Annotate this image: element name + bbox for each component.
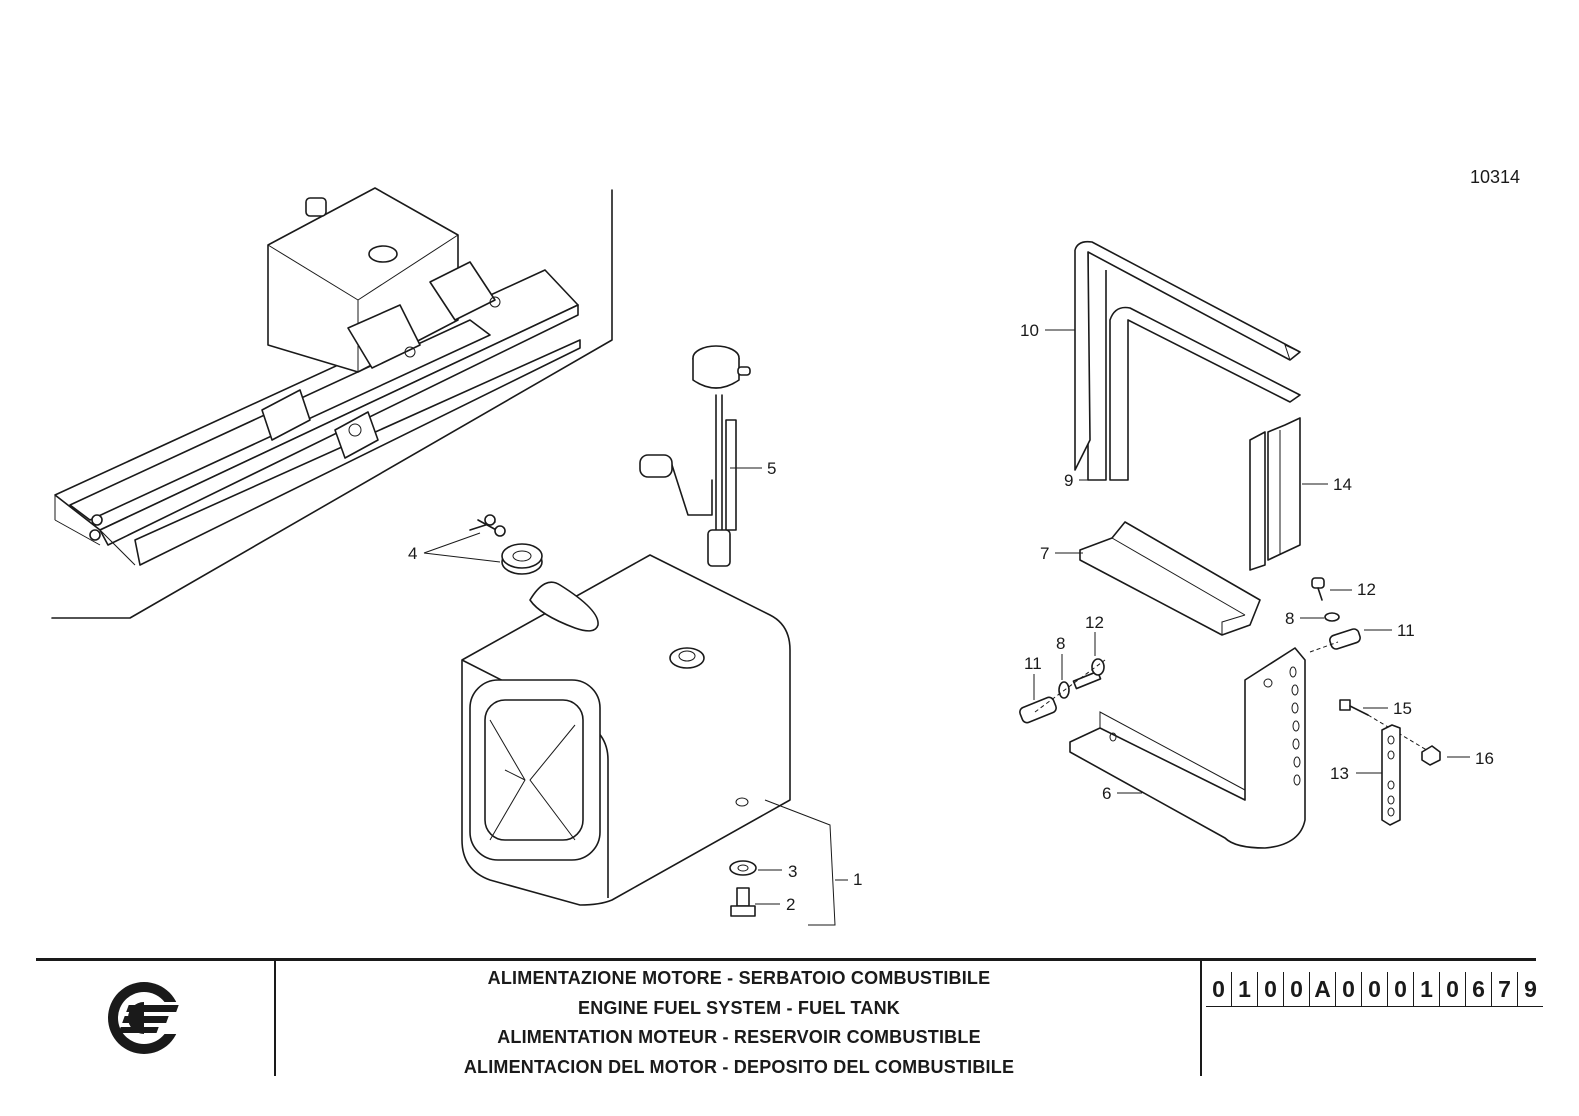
- callout-12-right: 12: [1357, 580, 1376, 599]
- title-french: ALIMENTATION MOTEUR - RESERVOIR COMBUSTI…: [497, 1027, 981, 1047]
- drawing-ref-number: 10314: [1470, 167, 1520, 187]
- code-digit: 6: [1465, 972, 1491, 1007]
- code-digit: 1: [1231, 972, 1257, 1007]
- leader-lines: [423, 329, 1470, 926]
- callout-3: 3: [788, 862, 797, 881]
- rubber-strip: [1249, 417, 1301, 571]
- tank-bracket: [1069, 647, 1306, 849]
- callout-5: 5: [767, 459, 776, 478]
- callout-6: 6: [1102, 784, 1111, 803]
- callout-10: 10: [1020, 321, 1039, 340]
- code-digit: 0: [1335, 972, 1361, 1007]
- callout-12-left: 12: [1085, 613, 1104, 632]
- code-digit: 0: [1283, 972, 1309, 1007]
- callout-labels: 1 2 3 4 5 6 7 8 8 9 10 11 11 12 12 13 14…: [408, 321, 1494, 914]
- hardware-right: [1309, 577, 1441, 826]
- callout-8-right: 8: [1285, 609, 1294, 628]
- fuel-level-sender: [639, 345, 751, 567]
- code-underline: [1206, 1006, 1534, 1007]
- hardware-left: [1019, 658, 1106, 724]
- callout-11-right: 11: [1397, 621, 1415, 640]
- tank-straps: [1074, 240, 1301, 481]
- callout-14: 14: [1333, 475, 1352, 494]
- callout-4: 4: [408, 544, 417, 563]
- title-spanish: ALIMENTACION DEL MOTOR - DEPOSITO DEL CO…: [463, 1056, 1015, 1077]
- callout-1: 1: [853, 870, 862, 889]
- callout-8-left: 8: [1056, 634, 1065, 653]
- fuel-tank: [461, 554, 791, 906]
- drain-plug-and-washer: [729, 860, 757, 917]
- callout-13: 13: [1330, 764, 1349, 783]
- callout-9: 9: [1064, 471, 1073, 490]
- title-english: ENGINE FUEL SYSTEM - FUEL TANK: [577, 997, 901, 1018]
- chassis-inset-view: [51, 187, 613, 619]
- code-digit: 0: [1439, 972, 1465, 1007]
- title-block-divider-left: [274, 958, 276, 1076]
- callout-15: 15: [1393, 699, 1412, 718]
- code-digit: 0: [1361, 972, 1387, 1007]
- title-lines: ALIMENTAZIONE MOTORE - SERBATOIO COMBUST…: [276, 964, 1202, 1082]
- code-digit: 1: [1413, 972, 1439, 1007]
- title-block: ALIMENTAZIONE MOTORE - SERBATOIO COMBUST…: [36, 958, 1543, 1078]
- code-digit: 9: [1517, 972, 1543, 1007]
- rubber-pad: [1079, 521, 1261, 636]
- title-italian: ALIMENTAZIONE MOTORE - SERBATOIO COMBUST…: [487, 968, 991, 988]
- code-digit: 0: [1206, 972, 1231, 1007]
- callout-11-left: 11: [1024, 654, 1042, 673]
- title-block-divider-right: [1200, 958, 1202, 1076]
- exploded-parts-diagram: 10314: [51, 167, 1520, 926]
- title-block-border: [36, 958, 1536, 961]
- code-digit: A: [1309, 972, 1335, 1007]
- callout-7: 7: [1040, 544, 1049, 563]
- fuel-cap-and-keys: [469, 514, 543, 575]
- drawing-code: 0 1 0 0 A 0 0 0 1 0 6 7 9: [1206, 972, 1543, 1007]
- code-digit: 0: [1257, 972, 1283, 1007]
- callout-16: 16: [1475, 749, 1494, 768]
- code-digit: 0: [1387, 972, 1413, 1007]
- callout-2: 2: [786, 895, 795, 914]
- manufacturer-logo-icon: [108, 982, 194, 1054]
- code-digit: 7: [1491, 972, 1517, 1007]
